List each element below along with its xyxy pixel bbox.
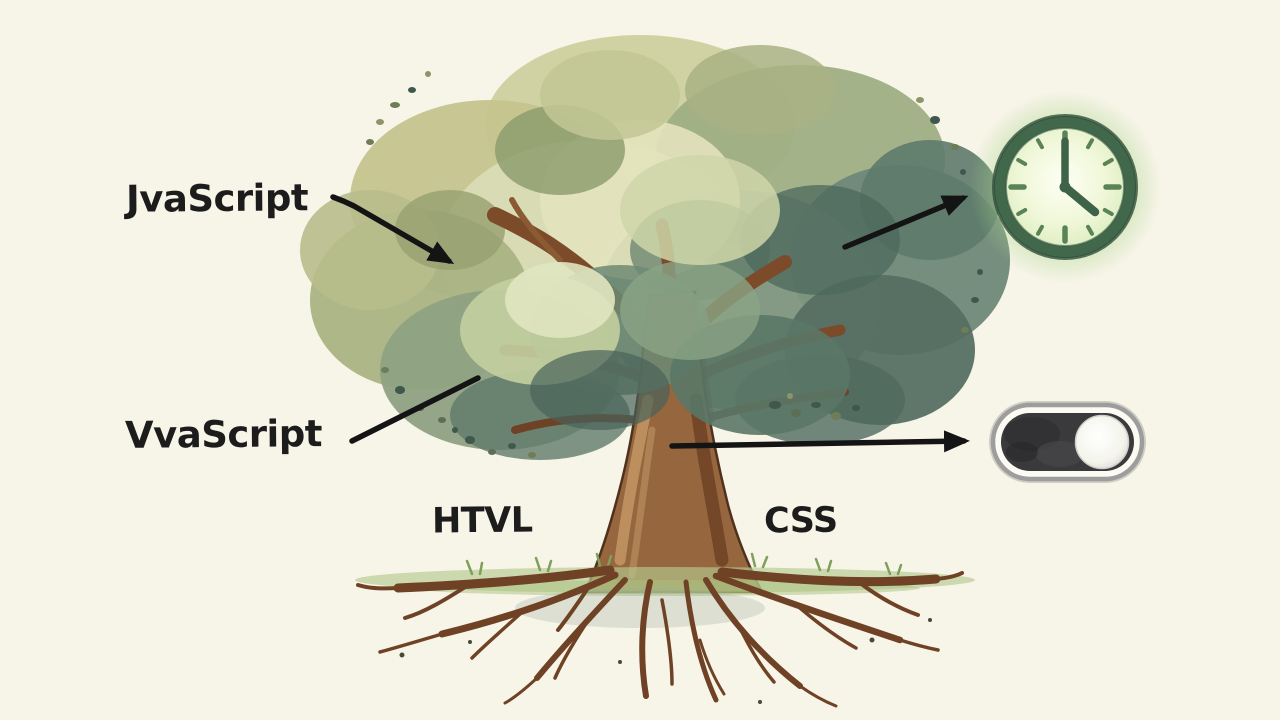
tree-illustration: [300, 35, 1010, 708]
grass: [355, 552, 975, 628]
annotation-arrows: [330, 194, 970, 453]
arrow-javascript-to-canopy: [330, 194, 455, 265]
toggle-knob: [1074, 414, 1130, 470]
toggle-switch-icon: [989, 401, 1146, 483]
tree-canopy-front: [460, 155, 850, 435]
arrow-trunk-to-toggle: [669, 430, 970, 453]
label-vvascript: VvaScript: [124, 412, 323, 457]
tree-roots: [356, 565, 964, 708]
label-javascript: JvaScript: [125, 176, 309, 221]
line-vvascript-to-canopy: [349, 375, 481, 444]
soil-dots: [399, 618, 932, 704]
label-html: HTVL: [431, 500, 533, 542]
arrow-canopy-to-clock: [842, 195, 969, 250]
clock-icon: [969, 91, 1161, 283]
label-css: CSS: [763, 500, 838, 542]
clock-hands: [1060, 137, 1100, 217]
